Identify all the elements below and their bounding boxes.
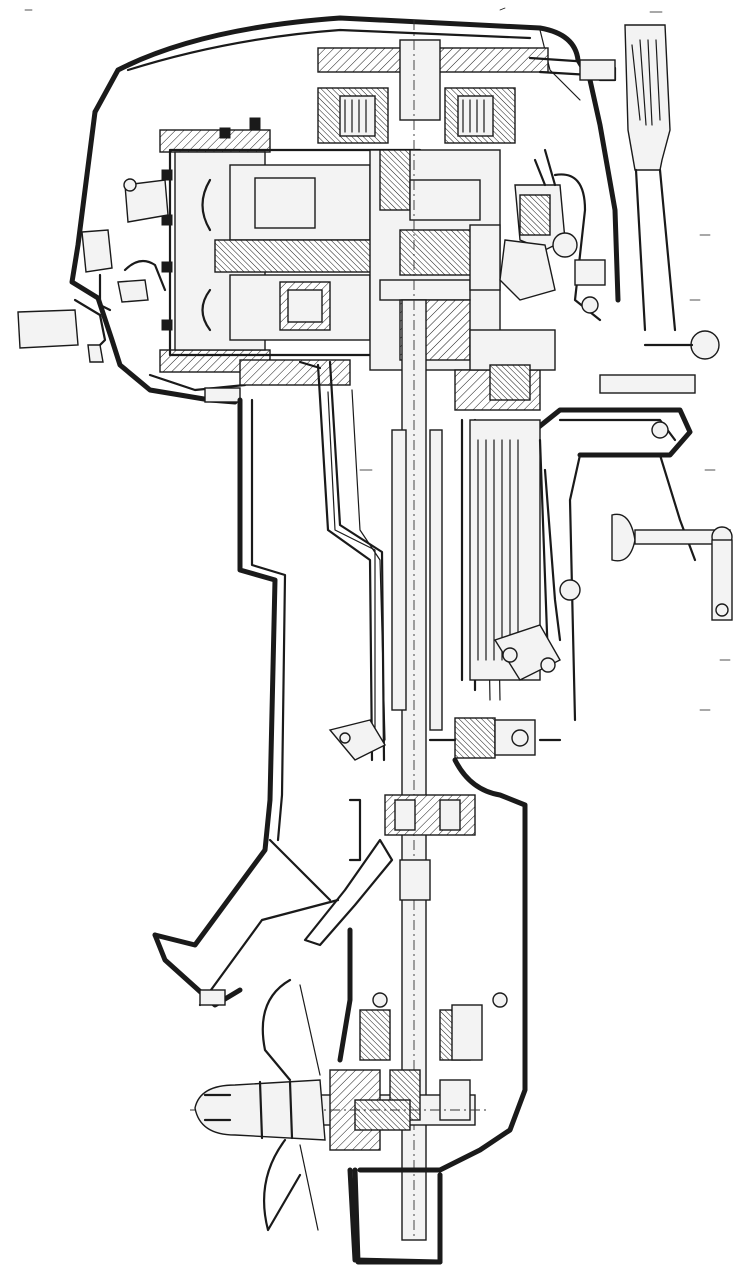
clamp-screw [611,513,733,621]
propeller-blade [261,978,321,1232]
clamp-bracket [454,329,697,722]
propeller-hub [194,1079,326,1141]
cylinder-block [159,117,422,373]
exhaust-outlet [152,838,394,1008]
engine-base-pan [95,295,351,405]
lower-mount [328,717,562,761]
construction-marks [24,7,731,711]
carburetor [499,148,606,322]
tiller-handle [624,24,720,360]
engine-cowling [69,15,621,303]
spark-plug-assembly [81,178,169,312]
reverse-lock [493,468,562,681]
flywheel-assembly [317,39,617,144]
driveshaft-housing [152,389,386,948]
water-tube [316,360,386,762]
skeg [352,1167,443,1265]
gearcase [337,757,528,1265]
front-handle [17,298,107,363]
